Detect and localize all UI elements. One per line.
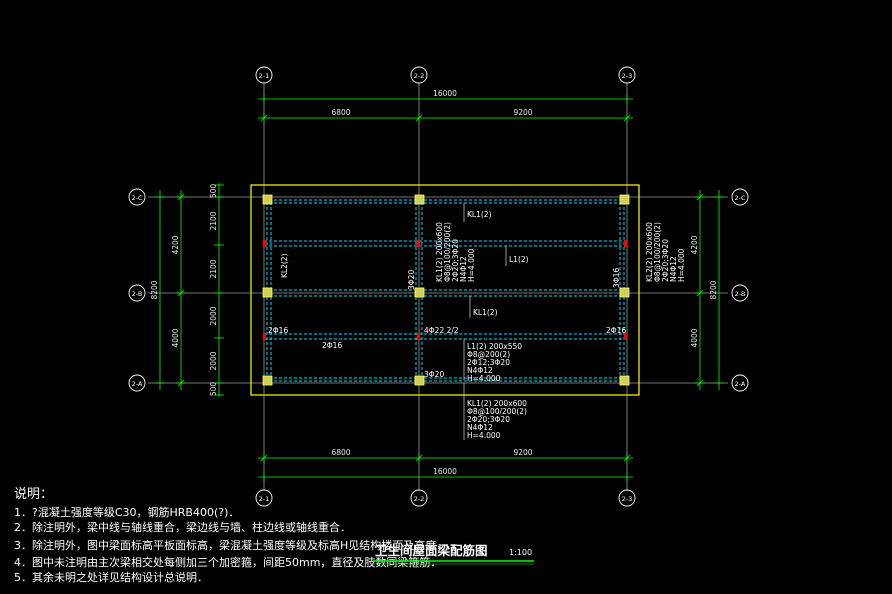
dim-left-mid-1: 4200 xyxy=(171,235,180,254)
svg-text:2Φ20;3Φ20: 2Φ20;3Φ20 xyxy=(467,415,510,424)
axis-bottom-2: 2-2 xyxy=(414,495,425,503)
note-4: 4．图中未注明由主次梁相交处每侧加三个加密箍，间距50mm，直径及肢数同梁箍筋． xyxy=(14,555,441,569)
dim-right-mid-1: 4200 xyxy=(690,235,699,254)
dimension-lines xyxy=(155,94,724,482)
dim-left-inner-3: 2100 xyxy=(209,259,218,278)
svg-text:KL1(2) 200x600: KL1(2) 200x600 xyxy=(467,399,527,408)
dim-top-span-2: 9200 xyxy=(513,108,532,117)
svg-text:Φ8@100/200(2): Φ8@100/200(2) xyxy=(467,407,527,416)
svg-text:L1(2) 200x550: L1(2) 200x550 xyxy=(467,342,522,351)
dim-left-inner-2: 2100 xyxy=(209,211,218,230)
axis-top-2: 2-2 xyxy=(414,72,425,80)
svg-text:N4Φ12: N4Φ12 xyxy=(467,366,493,375)
rebar-labels: 3Φ20 3Φ16 2Φ16 2Φ16 4Φ22 2/2 2Φ16 3Φ20 xyxy=(268,268,626,379)
svg-text:H=4.000: H=4.000 xyxy=(467,374,501,383)
axis-right-c: 2-C xyxy=(734,194,745,202)
dim-top-span-1: 6800 xyxy=(331,108,350,117)
notes-heading: 说明： xyxy=(14,487,53,502)
svg-text:Φ8@100/200(2): Φ8@100/200(2) xyxy=(653,222,662,282)
axis-left-c: 2-C xyxy=(131,194,142,202)
note-1: 1．?混凝土强度等级C30，钢筋HRB400(?)． xyxy=(14,505,239,519)
label-kl1-top: KL1(2) xyxy=(467,210,492,219)
rebar-2c16-left: 2Φ16 xyxy=(268,326,288,335)
svg-text:N4Φ12: N4Φ12 xyxy=(669,256,678,282)
rebar-marks xyxy=(263,240,627,340)
axis-grid-lines xyxy=(148,82,728,490)
dim-right-mid-2: 4000 xyxy=(690,328,699,347)
svg-text:N4Φ12: N4Φ12 xyxy=(467,423,493,432)
label-kl1-vertical: KL1(2) 200x600 Φ8@100/200(2) 2Φ20;3Φ20 N… xyxy=(435,222,476,282)
svg-text:2Φ20;3Φ20: 2Φ20;3Φ20 xyxy=(661,239,670,282)
axis-bottom-3: 2-3 xyxy=(622,495,633,503)
axis-left-b: 2-B xyxy=(132,290,143,298)
svg-text:KL1(2) 200x600: KL1(2) 200x600 xyxy=(435,222,444,282)
rebar-2c16-lower: 2Φ16 xyxy=(322,341,342,350)
dim-bottom-span-2: 9200 xyxy=(513,448,532,457)
note-5: 5．其余未明之处详见结构设计总说明． xyxy=(14,570,208,584)
dim-left-inner-5: 2000 xyxy=(209,351,218,370)
svg-text:2Φ12;3Φ20: 2Φ12;3Φ20 xyxy=(467,358,510,367)
drawing-scale: 1:100 xyxy=(509,548,532,557)
wall-outline xyxy=(250,184,640,396)
dim-left-total: 8200 xyxy=(150,280,159,299)
svg-text:Φ8@100/200(2): Φ8@100/200(2) xyxy=(443,222,452,282)
columns xyxy=(262,194,630,386)
dimension-texts: 16000 6800 9200 6800 9200 16000 8200 420… xyxy=(150,89,718,476)
rebar-3c20-bottom: 3Φ20 xyxy=(424,370,444,379)
label-l1-upper: L1(2) xyxy=(509,255,529,264)
axis-bubble-labels: 2-1 2-2 2-3 2-1 2-2 2-3 2-C 2-B 2-A 2-C … xyxy=(131,72,745,503)
axis-bubbles xyxy=(128,66,749,507)
dim-left-inner-1: 500 xyxy=(209,184,218,199)
axis-top-1: 2-1 xyxy=(259,72,270,80)
label-l1-lower: L1(2) 200x550 Φ8@200(2) 2Φ12;3Φ20 N4Φ12 … xyxy=(467,342,522,383)
svg-text:N4Φ12: N4Φ12 xyxy=(459,256,468,282)
rebar-3c16-right: 3Φ16 xyxy=(612,268,621,288)
svg-text:H=4.000: H=4.000 xyxy=(467,248,476,282)
axis-right-a: 2-A xyxy=(735,380,746,388)
rebar-3c20-center: 3Φ20 xyxy=(407,270,416,290)
dim-bottom-span-1: 6800 xyxy=(331,448,350,457)
svg-text:Φ8@200(2): Φ8@200(2) xyxy=(467,350,510,359)
label-kl1-mid: KL1(2) xyxy=(473,308,498,317)
label-kl1-bottom: KL1(2) 200x600 Φ8@100/200(2) 2Φ20;3Φ20 N… xyxy=(467,399,527,440)
dim-left-inner-4: 2000 xyxy=(209,306,218,325)
svg-text:H=4.000: H=4.000 xyxy=(467,431,501,440)
drawing-title-block: 卫生间屋面梁配筋图 1:100 xyxy=(373,543,534,565)
drawing-title: 卫生间屋面梁配筋图 xyxy=(375,543,488,558)
note-3: 3．除注明外，图中梁面标高平板面标高，梁混凝土强度等级及标高H见结构楼面及高度． xyxy=(14,538,447,552)
svg-text:H=4.000: H=4.000 xyxy=(677,248,686,282)
label-kl2-left: KL2(2) xyxy=(280,253,289,278)
notes: 说明： 1．?混凝土强度等级C30，钢筋HRB400(?)． 2．除注明外，梁中… xyxy=(14,487,447,584)
beams xyxy=(264,197,627,383)
axis-bottom-1: 2-1 xyxy=(259,495,270,503)
dim-bottom-total: 16000 xyxy=(433,467,457,476)
dim-left-inner-6: 500 xyxy=(209,382,218,397)
note-2: 2．除注明外，梁中线与轴线重合，梁边线与墙、柱边线或轴线重合． xyxy=(14,520,351,534)
dim-left-mid-2: 4000 xyxy=(171,328,180,347)
beam-labels: KL1(2) L1(2) KL1(2) KL2(2) KL1(2) 200x60… xyxy=(280,203,686,440)
rebar-4c22: 4Φ22 2/2 xyxy=(424,326,459,335)
axis-right-b: 2-B xyxy=(735,290,746,298)
label-kl2-right: KL2(2) 200x600 Φ8@100/200(2) 2Φ20;3Φ20 N… xyxy=(645,222,686,282)
svg-text:KL2(2) 200x600: KL2(2) 200x600 xyxy=(645,222,654,282)
dim-right-total: 8200 xyxy=(709,280,718,299)
axis-top-3: 2-3 xyxy=(622,72,633,80)
axis-left-a: 2-A xyxy=(132,380,143,388)
svg-text:2Φ20;3Φ20: 2Φ20;3Φ20 xyxy=(451,239,460,282)
rebar-2c16-right: 2Φ16 xyxy=(606,326,626,335)
dim-top-total: 16000 xyxy=(433,89,457,98)
